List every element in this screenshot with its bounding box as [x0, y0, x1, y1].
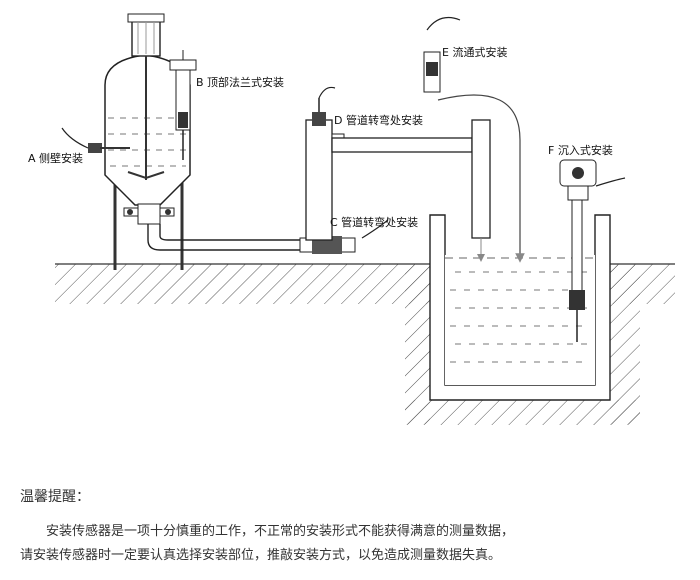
- note-title: 温馨提醒：: [20, 489, 90, 505]
- sensor-b-top-flange: [169, 50, 197, 160]
- label-a: A 侧壁安装: [28, 151, 83, 165]
- note-line-2: 请安装传感器时一定要认真选择安装部位，推敲安装方式，以免造成测量数据失真。: [20, 548, 502, 563]
- label-d: D 管道转弯处安装: [334, 113, 423, 127]
- riser-pipe: [305, 98, 491, 262]
- ground: [55, 263, 675, 425]
- sensor-e-flow-through: [423, 17, 525, 263]
- label-e: E 流通式安装: [442, 45, 507, 59]
- label-c: C 管道转弯处安装: [330, 215, 418, 229]
- sensor-f-submersion: [559, 159, 626, 342]
- reactor-vessel: [104, 13, 300, 270]
- open-tank: [429, 214, 611, 401]
- sensor-a-side-wall: [61, 127, 130, 153]
- sensor-installation-diagram: A 侧壁安装 B 顶部法兰式安装 C 管道转弯处安装 D 管道转弯处安装 E 流…: [28, 13, 675, 425]
- label-f: F 沉入式安装: [548, 143, 613, 157]
- note-line-1: 安装传感器是一项十分慎重的工作，不正常的安装形式不能获得满意的测量数据，: [46, 524, 515, 539]
- label-b: B 顶部法兰式安装: [196, 75, 284, 89]
